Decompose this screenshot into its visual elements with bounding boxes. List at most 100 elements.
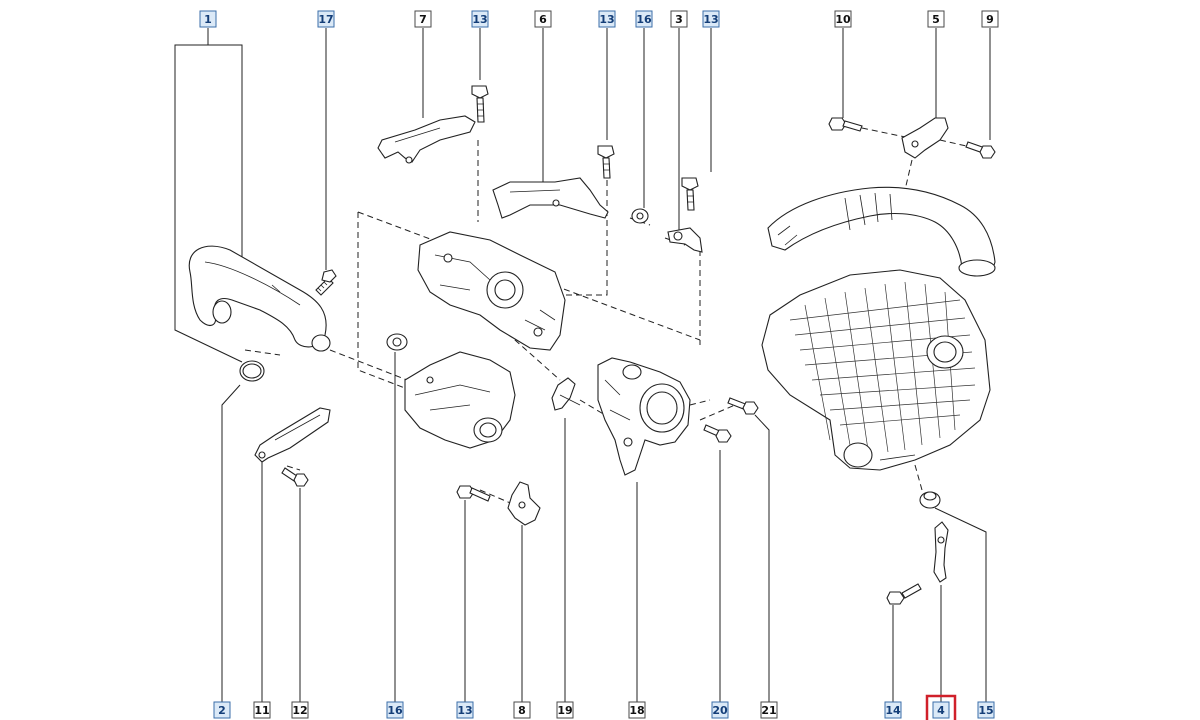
callout-b12[interactable]: 12 xyxy=(291,701,309,719)
callout-box xyxy=(456,701,474,719)
bolt-part-9 xyxy=(965,141,996,159)
bolt-part-12 xyxy=(281,467,309,487)
callout-box xyxy=(471,10,489,28)
callout-b11[interactable]: 11 xyxy=(253,701,271,719)
washer-part-16-top xyxy=(631,208,649,224)
callout-b16[interactable]: 16 xyxy=(386,701,404,719)
callout-box xyxy=(291,701,309,719)
callout-c7[interactable]: 7 xyxy=(414,10,432,28)
callout-label: 3 xyxy=(675,13,683,26)
callout-box xyxy=(253,701,271,719)
callout-c1[interactable]: 1 xyxy=(199,10,217,28)
bracket-part-5 xyxy=(901,117,949,159)
callout-box xyxy=(213,701,231,719)
callout-c6[interactable]: 6 xyxy=(534,10,552,28)
callout-c5[interactable]: 5 xyxy=(927,10,945,28)
callout-box xyxy=(628,701,646,719)
egr-valve-body-lower xyxy=(404,351,516,449)
callout-box xyxy=(670,10,688,28)
egr-valve-body-upper xyxy=(417,231,566,351)
callout-box xyxy=(927,10,945,28)
bolt-part-13-mid xyxy=(597,145,615,179)
callout-label: 4 xyxy=(937,704,945,717)
callout-c9[interactable]: 9 xyxy=(981,10,999,28)
callout-label: 13 xyxy=(472,13,487,26)
callout-label: 16 xyxy=(387,704,403,717)
bracket-part-7 xyxy=(377,115,476,164)
callout-c17[interactable]: 17 xyxy=(317,10,335,28)
callout-b4[interactable]: 4 xyxy=(925,694,957,720)
callout-label: 16 xyxy=(636,13,652,26)
callout-b18[interactable]: 18 xyxy=(628,701,646,719)
intake-manifold xyxy=(761,269,991,471)
callout-label: 18 xyxy=(629,704,644,717)
bolt-part-14 xyxy=(886,583,922,605)
callout-box xyxy=(702,10,720,28)
bolt-part-21 xyxy=(727,397,759,415)
callout-label: 6 xyxy=(539,13,547,26)
callout-b15[interactable]: 15 xyxy=(977,701,995,719)
callout-label: 7 xyxy=(419,13,427,26)
callout-box xyxy=(598,10,616,28)
callout-label: 13 xyxy=(703,13,718,26)
callout-c13c[interactable]: 13 xyxy=(702,10,720,28)
grommet-part-15 xyxy=(919,491,941,509)
callout-label: 12 xyxy=(292,704,307,717)
callout-label: 15 xyxy=(978,704,993,717)
callout-label: 9 xyxy=(986,13,994,26)
callout-label: 13 xyxy=(457,704,472,717)
bolt-part-13-bottom xyxy=(456,485,491,502)
o-ring-part-2 xyxy=(239,360,265,382)
callout-box xyxy=(884,701,902,719)
callout-box xyxy=(711,701,729,719)
bracket-part-8 xyxy=(507,481,541,526)
callout-label: 2 xyxy=(218,704,226,717)
callout-b21[interactable]: 21 xyxy=(760,701,778,719)
highlight-frame xyxy=(925,694,957,720)
callout-label: 13 xyxy=(599,13,614,26)
callout-box xyxy=(386,701,404,719)
callout-box xyxy=(317,10,335,28)
sensor-part-19 xyxy=(551,377,581,411)
callout-c13b[interactable]: 13 xyxy=(598,10,616,28)
bracket-part-4 xyxy=(933,521,949,583)
callout-b13[interactable]: 13 xyxy=(456,701,474,719)
air-hose-part-1 xyxy=(188,245,331,352)
callout-label: 11 xyxy=(254,704,269,717)
callout-box xyxy=(760,701,778,719)
callout-box xyxy=(834,10,852,28)
callout-c3[interactable]: 3 xyxy=(670,10,688,28)
callout-box xyxy=(932,701,950,719)
callout-box xyxy=(981,10,999,28)
callout-c16a[interactable]: 16 xyxy=(635,10,653,28)
callout-label: 20 xyxy=(712,704,728,717)
callout-box xyxy=(513,701,531,719)
callout-b2[interactable]: 2 xyxy=(213,701,231,719)
callout-c10[interactable]: 10 xyxy=(834,10,852,28)
bracket-part-6 xyxy=(492,177,609,219)
callout-label: 14 xyxy=(885,704,901,717)
bolt-part-17 xyxy=(315,269,337,296)
callout-box xyxy=(635,10,653,28)
callout-label: 21 xyxy=(761,704,776,717)
intake-pipe xyxy=(767,186,996,277)
callout-box xyxy=(556,701,574,719)
callout-b20[interactable]: 20 xyxy=(711,701,729,719)
bolt-part-10 xyxy=(828,117,863,132)
callout-c13a[interactable]: 13 xyxy=(471,10,489,28)
callout-box xyxy=(199,10,217,28)
part-number-callouts: 1 17 7 13 6 13 16 3 13 10 5 9 2 11 12 16 13 8 19 18 20 21 14 4 1… xyxy=(199,10,999,720)
callout-label: 5 xyxy=(932,13,940,26)
callout-b19[interactable]: 19 xyxy=(556,701,574,719)
callout-b14[interactable]: 14 xyxy=(884,701,902,719)
throttle-body-part-18 xyxy=(597,357,691,476)
callout-box xyxy=(534,10,552,28)
callout-label: 19 xyxy=(557,704,572,717)
callout-b8[interactable]: 8 xyxy=(513,701,531,719)
callout-box xyxy=(414,10,432,28)
bolt-part-13-right xyxy=(681,177,699,211)
callout-label: 10 xyxy=(835,13,851,26)
bolt-part-13-top xyxy=(471,85,489,123)
washer-part-16-bottom xyxy=(386,333,408,351)
